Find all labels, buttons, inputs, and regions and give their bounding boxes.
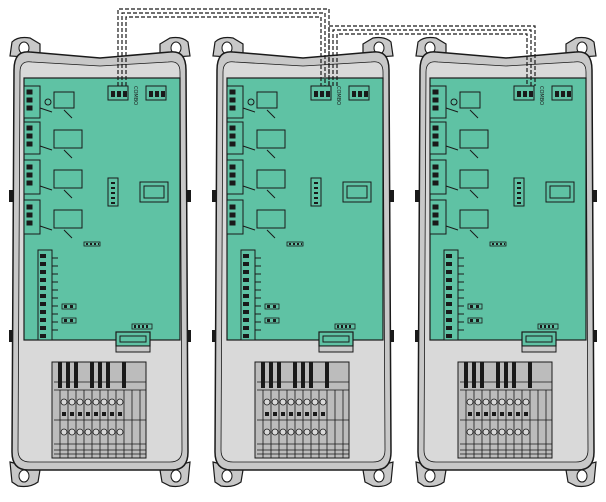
display-window xyxy=(545,181,575,203)
combo-connector: COMBO xyxy=(513,85,544,105)
controller-units: COMBO xyxy=(9,36,597,488)
io-terminal-strip xyxy=(37,249,58,341)
pin-header xyxy=(107,177,119,207)
display-window xyxy=(342,181,372,203)
pcb-board: COMBO xyxy=(226,77,384,353)
combo-bus-cable xyxy=(117,8,536,86)
chip-row xyxy=(286,241,304,247)
bottom-chip xyxy=(131,323,153,330)
io-terminal-strip xyxy=(240,249,261,341)
power-terminal-block xyxy=(254,361,350,459)
jumper-pins xyxy=(264,303,280,324)
bottom-connector xyxy=(115,331,151,353)
pin-header xyxy=(513,177,525,207)
pin-header xyxy=(310,177,322,207)
auxiliary-connector xyxy=(348,85,370,101)
relay-terminal-stack xyxy=(23,85,83,239)
bottom-connector xyxy=(318,331,354,353)
controller-unit-2: COMBO xyxy=(212,36,394,488)
combo-connector-label: COMBO xyxy=(132,86,138,105)
pcb-board: COMBO xyxy=(429,77,587,353)
jumper-pins xyxy=(467,303,483,324)
relay-terminal-stack xyxy=(429,85,489,239)
power-terminal-block xyxy=(51,361,147,459)
chip-row xyxy=(83,241,101,247)
power-terminal-block xyxy=(457,361,553,459)
auxiliary-connector xyxy=(551,85,573,101)
relay-terminal-stack xyxy=(226,85,286,239)
bottom-chip xyxy=(334,323,356,330)
controller-unit-3: COMBO xyxy=(415,36,597,488)
combo-connector: COMBO xyxy=(107,85,138,105)
auxiliary-connector xyxy=(145,85,167,101)
bottom-chip xyxy=(537,323,559,330)
pcb-board: COMBO xyxy=(23,77,181,353)
bottom-connector xyxy=(521,331,557,353)
chip-row xyxy=(489,241,507,247)
io-terminal-strip xyxy=(443,249,464,341)
jumper-pins xyxy=(61,303,77,324)
combo-connector-label: COMBO xyxy=(335,86,341,105)
combo-connector-label: COMBO xyxy=(538,86,544,105)
combo-connector: COMBO xyxy=(310,85,341,105)
display-window xyxy=(139,181,169,203)
controller-unit-1: COMBO xyxy=(9,36,191,488)
